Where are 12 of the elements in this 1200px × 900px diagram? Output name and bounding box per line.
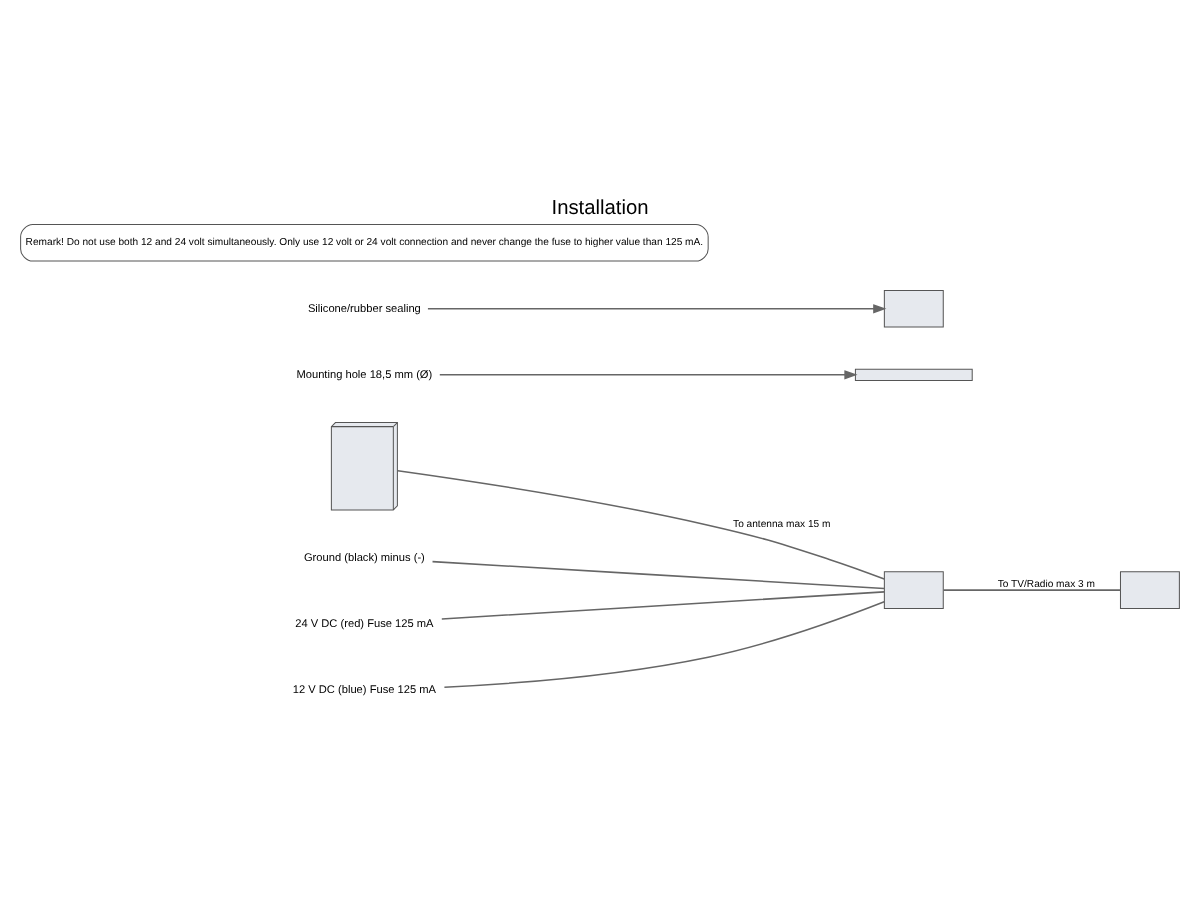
node-box [883, 570, 944, 608]
node-box [1119, 570, 1180, 608]
diagram-title: Installation [551, 197, 649, 220]
connector [443, 600, 885, 687]
arrow [427, 303, 887, 313]
node-bar [854, 367, 973, 380]
connector [431, 559, 885, 589]
connector [942, 588, 1122, 590]
node-box [883, 289, 944, 327]
connector [397, 468, 885, 579]
arrow [439, 369, 858, 379]
connector [441, 590, 886, 619]
